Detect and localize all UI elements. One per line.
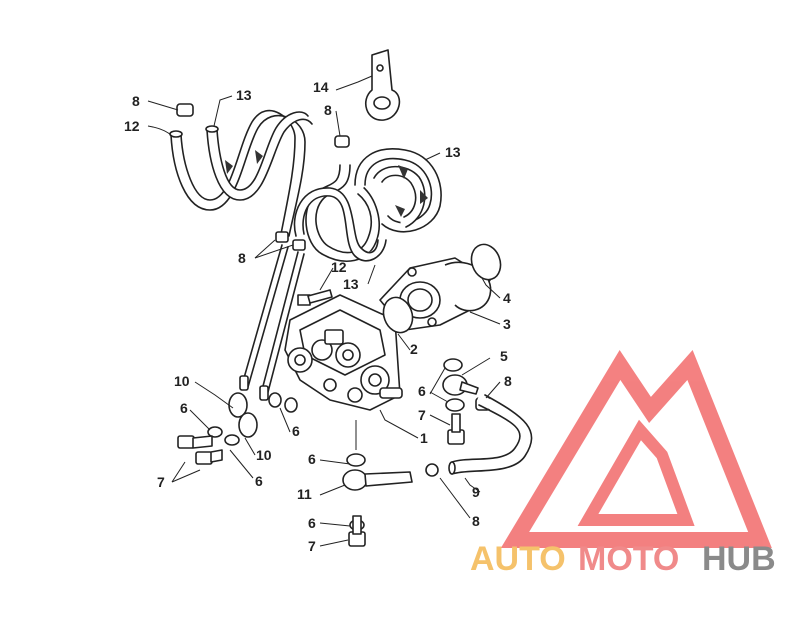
callout-10: 11 [297, 486, 312, 502]
o-ring-icon [470, 243, 502, 281]
triangle-logo-icon [500, 350, 772, 548]
callout-12: 13 [343, 276, 359, 292]
callout-8: 8 [472, 513, 480, 529]
callout-8: 8 [324, 102, 332, 118]
callout-5: 5 [500, 348, 508, 364]
bolt-icon [177, 413, 465, 547]
callout-10: 10 [174, 373, 190, 389]
hose-assembly-left [169, 108, 315, 240]
callout-6: 6 [180, 400, 188, 416]
callout-7: 7 [308, 538, 316, 554]
callout-7: 7 [157, 474, 165, 490]
watermark-auto: AUTO [470, 540, 566, 578]
callout-10: 10 [256, 447, 272, 463]
watermark-text: AUTO MOTO HUB [470, 540, 776, 578]
callout-8: 8 [132, 93, 140, 109]
hose-assembly-center [293, 148, 442, 262]
watermark-moto: MOTO [578, 540, 679, 578]
callout-14: 14 [313, 79, 329, 95]
callout-6: 6 [308, 515, 316, 531]
callout-11: 12 [331, 259, 347, 275]
callout-4: 4 [503, 290, 511, 306]
banjo-fitting-icon [228, 374, 479, 491]
callout-13: 13 [236, 87, 252, 103]
callout-9: 9 [472, 484, 480, 500]
o-ring-icon [382, 296, 414, 334]
callout-6: 6 [418, 383, 426, 399]
callout-7: 7 [418, 407, 426, 423]
callout-12: 12 [124, 118, 140, 134]
oil-hose [447, 394, 533, 475]
bolt-icon [297, 289, 333, 306]
callout-labels: 8 12 13 14 8 13 8 12 13 4 3 2 5 6 8 7 1 … [124, 79, 512, 554]
callout-6: 6 [255, 473, 263, 489]
oil-pump-body [284, 294, 403, 411]
callout-6: 6 [292, 423, 300, 439]
callout-2: 2 [410, 341, 418, 357]
callout-13: 13 [445, 144, 461, 160]
oil-line-tubes [241, 244, 305, 393]
bracket-icon [364, 49, 401, 121]
callout-8: 8 [238, 250, 246, 266]
callout-3: 3 [503, 316, 511, 332]
callout-1: 1 [420, 430, 428, 446]
callout-6: 6 [308, 451, 316, 467]
callout-8: 8 [504, 373, 512, 389]
watermark-hub: HUB [702, 540, 776, 578]
